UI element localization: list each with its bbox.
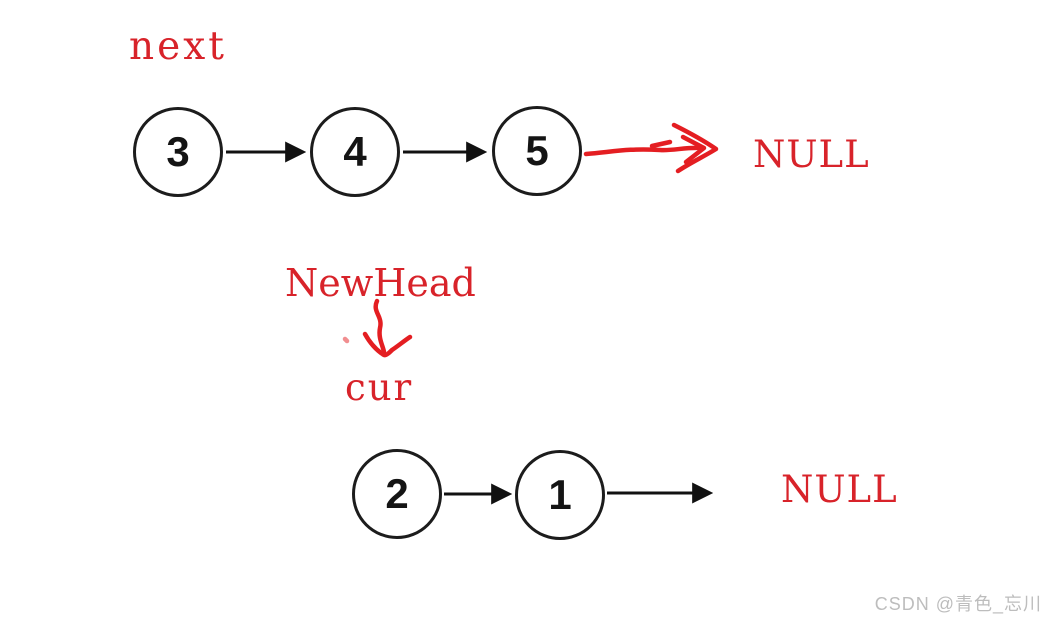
csdn-watermark: CSDN @青色_忘川 [874,594,1042,614]
null-label-bottom: NULL [781,468,898,511]
handdrawn-arrow-node5-to-null [583,122,719,174]
handdrawn-arrow-newhead-to-cur [342,298,413,358]
list-node: 4 [310,107,400,197]
list-node: 5 [492,106,582,196]
list-node: 2 [352,449,442,539]
null-label-top: NULL [753,133,870,176]
cur-pointer-label: cur [345,366,414,409]
list-node: 3 [133,107,223,197]
newhead-pointer-label: NewHead [285,261,476,305]
next-pointer-label: next [129,24,227,69]
list-node: 1 [515,450,605,540]
